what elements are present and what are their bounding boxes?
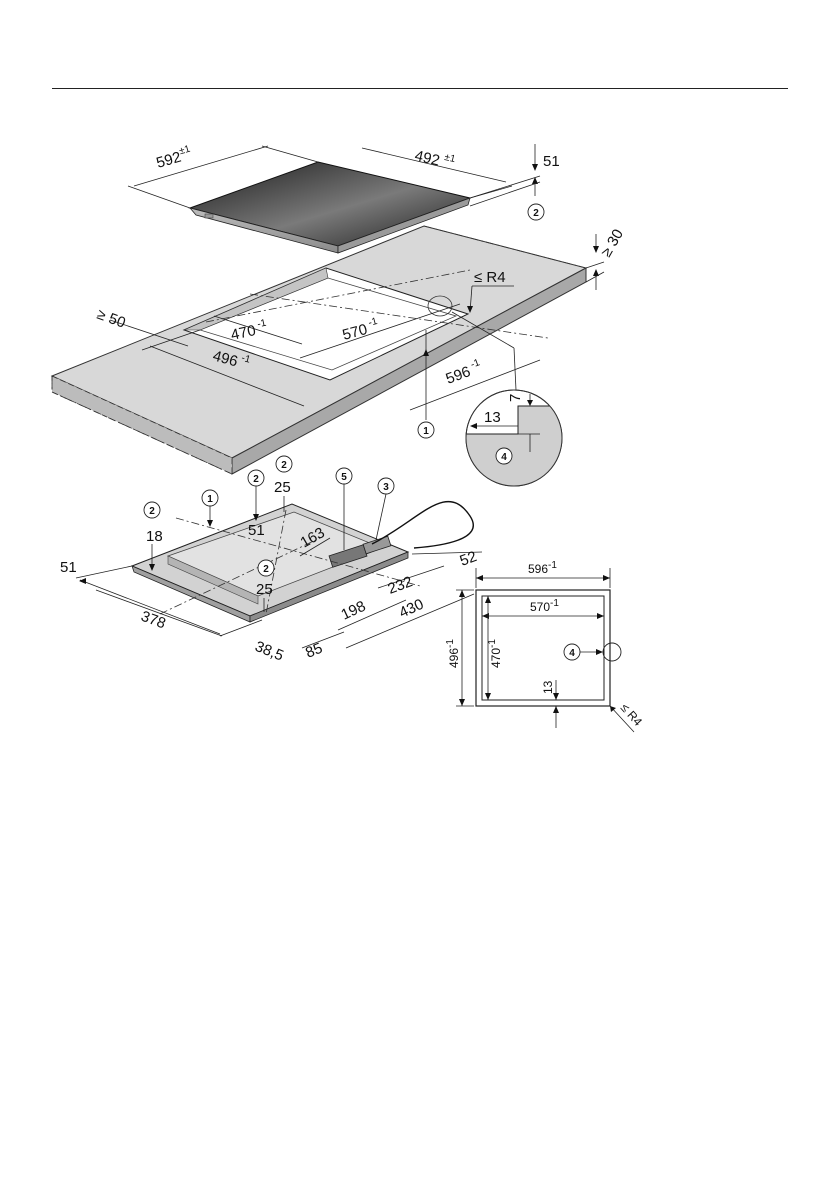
- svg-text:4: 4: [569, 648, 575, 659]
- callout-1-worktop: 1: [418, 422, 434, 438]
- callout-1-underside: 1: [202, 490, 218, 506]
- svg-text:5: 5: [341, 472, 347, 483]
- callout-2-underside-b: 2: [248, 470, 264, 486]
- hob-height-dimension: 51 2: [470, 144, 560, 220]
- svg-text:1: 1: [207, 494, 213, 505]
- svg-text:2: 2: [533, 208, 539, 219]
- svg-text:2: 2: [281, 460, 287, 471]
- svg-text:596-1: 596-1: [528, 560, 557, 576]
- svg-text:496-1: 496-1: [445, 639, 461, 668]
- svg-text:18: 18: [146, 528, 163, 545]
- svg-text:≥ 50: ≥ 50: [95, 306, 128, 332]
- callout-4-detail: 4: [496, 448, 512, 464]
- rebate-detail-circle: 13 7 4: [466, 390, 570, 490]
- svg-text:4: 4: [501, 452, 507, 463]
- svg-text:592±1: 592±1: [154, 144, 194, 172]
- svg-text:25: 25: [274, 479, 291, 496]
- svg-text:3: 3: [383, 482, 389, 493]
- svg-text:1: 1: [423, 426, 429, 437]
- callout-2-hob: 2: [528, 204, 544, 220]
- callout-2-underside-d: 2: [258, 560, 274, 576]
- svg-text:596-1: 596-1: [443, 357, 485, 388]
- svg-text:378: 378: [139, 608, 168, 633]
- svg-text:2: 2: [263, 564, 269, 575]
- svg-text:≤ R4: ≤ R4: [474, 269, 506, 286]
- svg-text:≥ 30: ≥ 30: [598, 226, 627, 260]
- callout-4-plan: 4: [564, 644, 580, 660]
- svg-text:38,5: 38,5: [253, 638, 286, 665]
- svg-text:52: 52: [458, 548, 479, 570]
- svg-text:198: 198: [339, 598, 369, 624]
- svg-text:51: 51: [248, 522, 265, 539]
- svg-text:7: 7: [507, 394, 524, 402]
- callout-3-underside: 3: [378, 478, 394, 494]
- svg-text:2: 2: [253, 474, 259, 485]
- callout-2-underside-a: 2: [276, 456, 292, 472]
- svg-text:13: 13: [541, 680, 555, 694]
- svg-text:51: 51: [543, 153, 560, 170]
- svg-text:13: 13: [484, 409, 501, 426]
- worktop-thickness-dimension: ≥ 30: [586, 226, 627, 290]
- svg-text:25: 25: [256, 581, 273, 598]
- svg-text:≤ R4: ≤ R4: [618, 701, 646, 729]
- callout-5-underside: 5: [336, 468, 352, 484]
- callout-2-underside-c: 2: [144, 502, 160, 518]
- plan-view: 596-1 570-1 496-1 470-1 13 4 ≤ R4: [445, 560, 645, 732]
- svg-text:430: 430: [397, 596, 427, 622]
- svg-text:2: 2: [149, 506, 155, 517]
- svg-text:51: 51: [60, 559, 77, 576]
- svg-text:85: 85: [303, 640, 325, 662]
